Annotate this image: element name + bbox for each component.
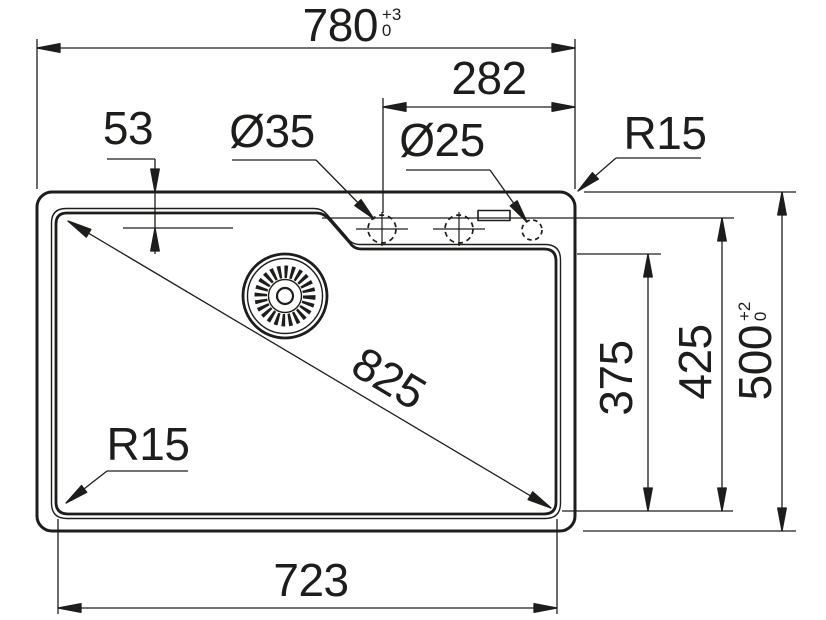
dim-overall-width-lines [37, 39, 575, 189]
overall-width-value: 780 [302, 0, 379, 51]
leader-radius-top-lines [578, 158, 701, 191]
leader-hole-35-lines [232, 160, 374, 219]
label-bowl-depth-outer: 425 [669, 324, 721, 400]
tap-hole-35-left-icon [356, 212, 408, 246]
sink-outer-edge [37, 192, 575, 531]
label-tap-ledge-width: 282 [451, 52, 527, 104]
dim-bowl-width-lines [58, 519, 557, 614]
dim-rim-offset-lines [107, 159, 233, 254]
dim-tap-ledge-lines [383, 98, 575, 213]
sink-outline [37, 192, 575, 531]
label-bowl-corner-radius: R15 [106, 418, 190, 470]
overall-depth-tolerance: +2 0 [735, 301, 770, 322]
label-tap-hole-small: Ø25 [399, 114, 485, 166]
dim-bowl-depth-outer-lines [562, 218, 733, 511]
tap-hole-25-icon [522, 220, 542, 240]
overflow-slot-icon [478, 211, 510, 221]
tap-deck [322, 211, 734, 247]
label-overall-depth: 500 +2 0 [729, 301, 781, 401]
label-bowl-width: 723 [273, 554, 349, 606]
leader-radius-bottom-lines [66, 471, 188, 503]
label-overall-width: 780 +3 0 [303, 2, 402, 48]
label-rim-offset: 53 [102, 102, 154, 154]
drain-strainer-icon [243, 254, 327, 338]
label-tap-hole-large: Ø35 [229, 105, 315, 157]
bowl-rim-outer-line [52, 209, 561, 519]
bowl-edge [56, 213, 556, 514]
leader-hole-25-lines [406, 170, 527, 222]
overall-depth-value: 500 [729, 325, 781, 401]
overall-width-tolerance: +3 0 [381, 5, 402, 40]
dim-diagonal-lines [68, 221, 551, 508]
label-corner-radius-top: R15 [623, 107, 707, 159]
dim-bowl-depth-inner-lines [577, 254, 661, 511]
tap-hole-35-center-icon [433, 212, 485, 246]
label-bowl-depth-inner: 375 [590, 340, 642, 416]
dim-overall-depth-lines [583, 192, 796, 531]
